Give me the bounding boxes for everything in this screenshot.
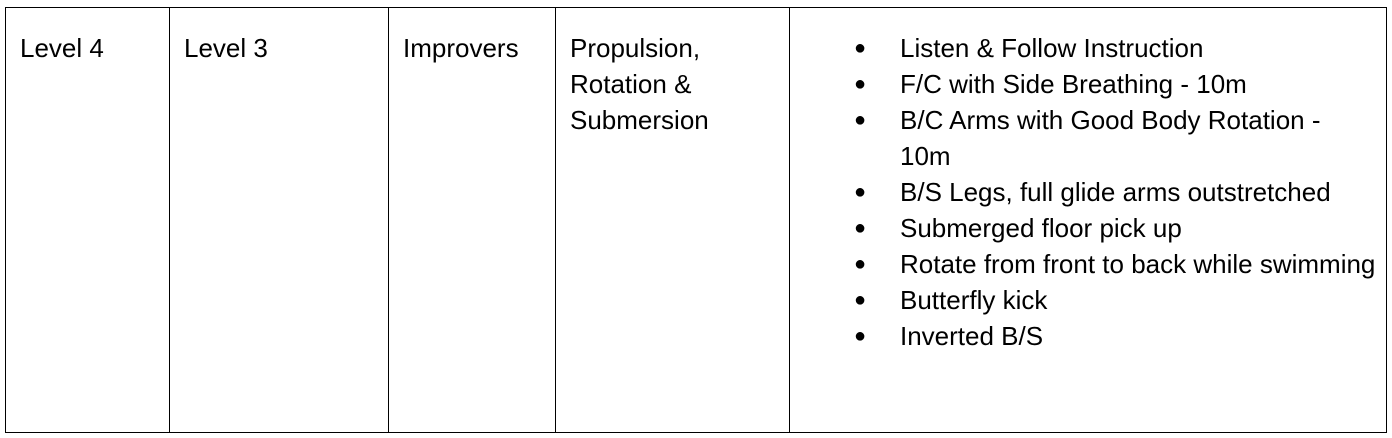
bullet-icon: ● <box>853 253 867 275</box>
level-current-cell: Level 4 <box>5 7 170 433</box>
skill-text: Rotate from front to back while swimming <box>900 249 1376 279</box>
list-item: ● Listen & Follow Instruction <box>850 30 1376 66</box>
bullet-icon: ● <box>853 109 867 131</box>
level-previous-cell: Level 3 <box>169 7 389 433</box>
bullet-icon: ● <box>853 289 867 311</box>
skill-text: Butterfly kick <box>900 285 1048 315</box>
skills-list: ● Listen & Follow Instruction ● F/C with S… <box>790 8 1386 354</box>
skill-text: Submerged floor pick up <box>900 213 1182 243</box>
skill-text: B/C Arms with Good Body Rotation - 10m <box>900 105 1321 171</box>
list-item: ● Rotate from front to back while swimmin… <box>850 246 1376 282</box>
list-item: ● F/C with Side Breathing - 10m <box>850 66 1376 102</box>
level-previous-text: Level 3 <box>184 33 268 63</box>
skill-text: B/S Legs, full glide arms outstretched <box>900 177 1331 207</box>
level-current-text: Level 4 <box>20 33 104 63</box>
focus-text: Propulsion, Rotation & Submersion <box>570 33 709 135</box>
skills-cell: ● Listen & Follow Instruction ● F/C with S… <box>789 7 1387 433</box>
skill-text: Listen & Follow Instruction <box>900 33 1204 63</box>
list-item: ● Inverted B/S <box>850 318 1376 354</box>
group-cell: Improvers <box>388 7 556 433</box>
skill-text: Inverted B/S <box>900 321 1044 351</box>
list-item: ● Butterfly kick <box>850 282 1376 318</box>
list-item: ● B/S Legs, full glide arms outstretched <box>850 174 1376 210</box>
list-item: ● Submerged floor pick up <box>850 210 1376 246</box>
skill-text: F/C with Side Breathing - 10m <box>900 69 1247 99</box>
table-row: Level 4 Level 3 Improvers Propulsion, Ro… <box>5 7 1387 433</box>
bullet-icon: ● <box>853 37 867 59</box>
group-text: Improvers <box>403 33 519 63</box>
bullet-icon: ● <box>853 181 867 203</box>
bullet-icon: ● <box>853 217 867 239</box>
bullet-icon: ● <box>853 325 867 347</box>
list-item: ● B/C Arms with Good Body Rotation - 10m <box>850 102 1376 174</box>
lesson-table: Level 4 Level 3 Improvers Propulsion, Ro… <box>5 7 1387 433</box>
bullet-icon: ● <box>853 73 867 95</box>
focus-cell: Propulsion, Rotation & Submersion <box>555 7 790 433</box>
